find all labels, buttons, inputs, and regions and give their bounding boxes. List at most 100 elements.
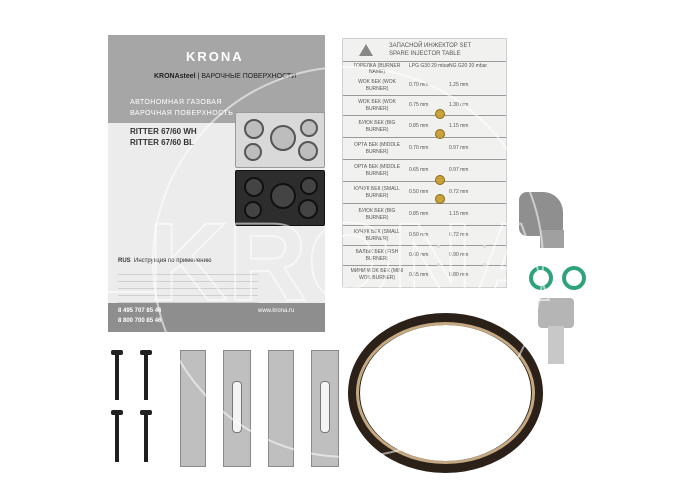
injector-jet-icon <box>435 175 445 185</box>
injector-jet-icon <box>435 109 445 119</box>
burner-icon <box>244 143 262 161</box>
slot <box>320 381 330 433</box>
gasket-icon <box>529 266 553 290</box>
ng-value: 0.90 mm <box>449 252 469 258</box>
mounting-bracket-icon <box>180 350 206 467</box>
lpg-value: 0.70 mm <box>409 82 429 88</box>
brand-bold: KRONAsteel <box>154 73 196 80</box>
elbow-thread-icon <box>540 230 564 248</box>
hob-image-black <box>235 170 325 226</box>
ng-value: 0.97 mm <box>449 145 469 151</box>
ng-value: 0.72 mm <box>449 189 469 195</box>
burner-icon <box>270 183 296 209</box>
table-row: МИНИ WOK БЕК (MINI WOK BURNER) 0.55 mm 0… <box>343 265 506 286</box>
watermark-dot-icon <box>31 281 53 303</box>
screw-head-icon <box>111 410 123 415</box>
language-line: RUS Инструкция по применению <box>118 258 211 264</box>
table-row: ОРТА БЕК (MIDDLE BURNER) 0.65 mm 0.97 mm <box>343 159 506 182</box>
ng-value: 1.30 mm <box>449 102 469 108</box>
burner-label: WOK БЕК (WOK BURNER) <box>358 99 396 112</box>
model-name-black: RITTER 67/60 BL <box>130 138 195 147</box>
table-row: БАЛЫК БЕК (FISH BURNER) 0.60 mm 0.90 mm <box>343 245 506 266</box>
screw-icon <box>115 354 119 400</box>
injector-jet-icon <box>435 194 445 204</box>
table-row: WOK БЕК (WOK BURNER) 0.70 mm 1.25 mm <box>343 75 506 96</box>
card-header <box>343 39 506 62</box>
empty-slot-icon <box>437 245 440 248</box>
seal-tape-inner-icon <box>356 322 535 464</box>
burner-label: ОРТА БЕК (MIDDLE BURNER) <box>353 142 401 155</box>
ng-value: 0.72 mm <box>449 232 469 238</box>
injector-jet-icon <box>435 129 445 139</box>
screw-head-icon <box>140 410 152 415</box>
burner-icon <box>244 177 264 197</box>
instruction-manual: KRONA KRONAsteel | ВАРОЧНЫЕ ПОВЕРХНОСТИ … <box>108 35 325 332</box>
col-burner: ГОРЕЛКА (BURNER NAME) <box>353 63 401 75</box>
slot <box>232 381 242 433</box>
ng-value: 1.25 mm <box>449 82 469 88</box>
col-lpg: LPG G30 29 mbar <box>409 63 450 69</box>
mounting-clamp-icon <box>223 350 251 467</box>
burner-icon <box>300 177 318 195</box>
ng-value: 1.15 mm <box>449 211 469 217</box>
lpg-value: 0.85 mm <box>409 211 429 217</box>
mounting-bracket-icon <box>268 350 294 467</box>
lpg-value: 0.70 mm <box>409 145 429 151</box>
screw-icon <box>144 414 148 462</box>
screw-head-icon <box>140 350 152 355</box>
manual-subtitle-2: ВАРОЧНАЯ ПОВЕРХНОСТЬ <box>130 110 234 117</box>
lpg-value: 0.85 mm <box>409 123 429 129</box>
phone-number-1: 8 495 707 85 46 <box>118 308 162 314</box>
burner-icon <box>300 119 318 137</box>
gasket-icon <box>562 266 586 290</box>
table-row: КУЧУК БЕК (SMALL BURNER) 0.50 mm 0.72 mm <box>343 181 506 204</box>
lang-title: Инструкция по применению <box>134 258 212 264</box>
burner-label: ОРТА БЕК (MIDDLE BURNER) <box>353 164 401 177</box>
manual-subtitle-1: АВТОНОМНАЯ ГАЗОВАЯ <box>130 99 222 106</box>
ng-value: 0.80 mm <box>449 272 469 278</box>
mounting-clamp-icon <box>311 350 339 467</box>
burner-label: БАЛЫК БЕК (FISH BURNER) <box>355 249 399 262</box>
burner-label: WOK БЕК (WOK BURNER) <box>358 79 396 92</box>
empty-slot-icon <box>483 263 486 266</box>
burner-icon <box>244 201 262 219</box>
brand-rest: | ВАРОЧНЫЕ ПОВЕРХНОСТИ <box>195 73 297 80</box>
burner-label: МИНИ WOK БЕК (MINI WOK BURNER) <box>350 268 404 281</box>
injector-card: ЗАПАСНОЙ ИНЖЕКТОР SET SPARE INJECTOR TAB… <box>342 38 507 288</box>
brand-logo: KRONA <box>186 49 244 64</box>
warning-icon <box>359 44 373 56</box>
screw-icon <box>144 354 148 400</box>
lpg-value: 0.55 mm <box>409 272 429 278</box>
burner-label: БУЮК БЕК (BIG BURNER) <box>358 120 396 133</box>
burner-label: БУЮК БЕК (BIG BURNER) <box>358 208 396 221</box>
lpg-value: 0.50 mm <box>409 232 429 238</box>
watermark-dot-icon <box>647 281 669 303</box>
table-row: WOK БЕК (WOK BURNER) 0.75 mm 1.30 mm <box>343 95 506 116</box>
screw-icon <box>115 414 119 462</box>
lpg-value: 0.75 mm <box>409 102 429 108</box>
card-title-2: SPARE INJECTOR TABLE <box>389 51 461 57</box>
burner-icon <box>298 199 318 219</box>
burner-label: КУЧУК БЕК (SMALL BURNER) <box>354 229 400 242</box>
lpg-value: 0.65 mm <box>409 167 429 173</box>
hose-nut-icon <box>538 298 574 328</box>
lpg-value: 0.60 mm <box>409 252 429 258</box>
model-name-white: RITTER 67/60 WH <box>130 127 197 136</box>
table-row: БУЮК БЕК (BIG BURNER) 0.85 mm 1.15 mm <box>343 115 506 138</box>
ng-value: 0.97 mm <box>449 167 469 173</box>
card-title-1: ЗАПАСНОЙ ИНЖЕКТОР SET <box>389 43 472 49</box>
burner-label: КУЧУК БЕК (SMALL BURNER) <box>354 186 400 199</box>
brand-line: KRONAsteel | ВАРОЧНЫЕ ПОВЕРХНОСТИ <box>154 73 296 80</box>
website: www.krona.ru <box>258 308 295 314</box>
empty-slot-icon <box>437 263 440 266</box>
burner-icon <box>244 119 264 139</box>
lpg-value: 0.50 mm <box>409 189 429 195</box>
screw-head-icon <box>111 350 123 355</box>
lang-code: RUS <box>118 258 131 264</box>
table-row: ОРТА БЕК (MIDDLE BURNER) 0.70 mm 0.97 mm <box>343 137 506 160</box>
phone-number-2: 8 800 700 85 46 <box>118 318 162 324</box>
ng-value: 1.15 mm <box>449 123 469 129</box>
hose-nozzle-icon <box>548 326 564 364</box>
burner-icon <box>270 125 296 151</box>
table-row: БУЮК БЕК (BIG BURNER) 0.85 mm 1.15 mm <box>343 203 506 226</box>
